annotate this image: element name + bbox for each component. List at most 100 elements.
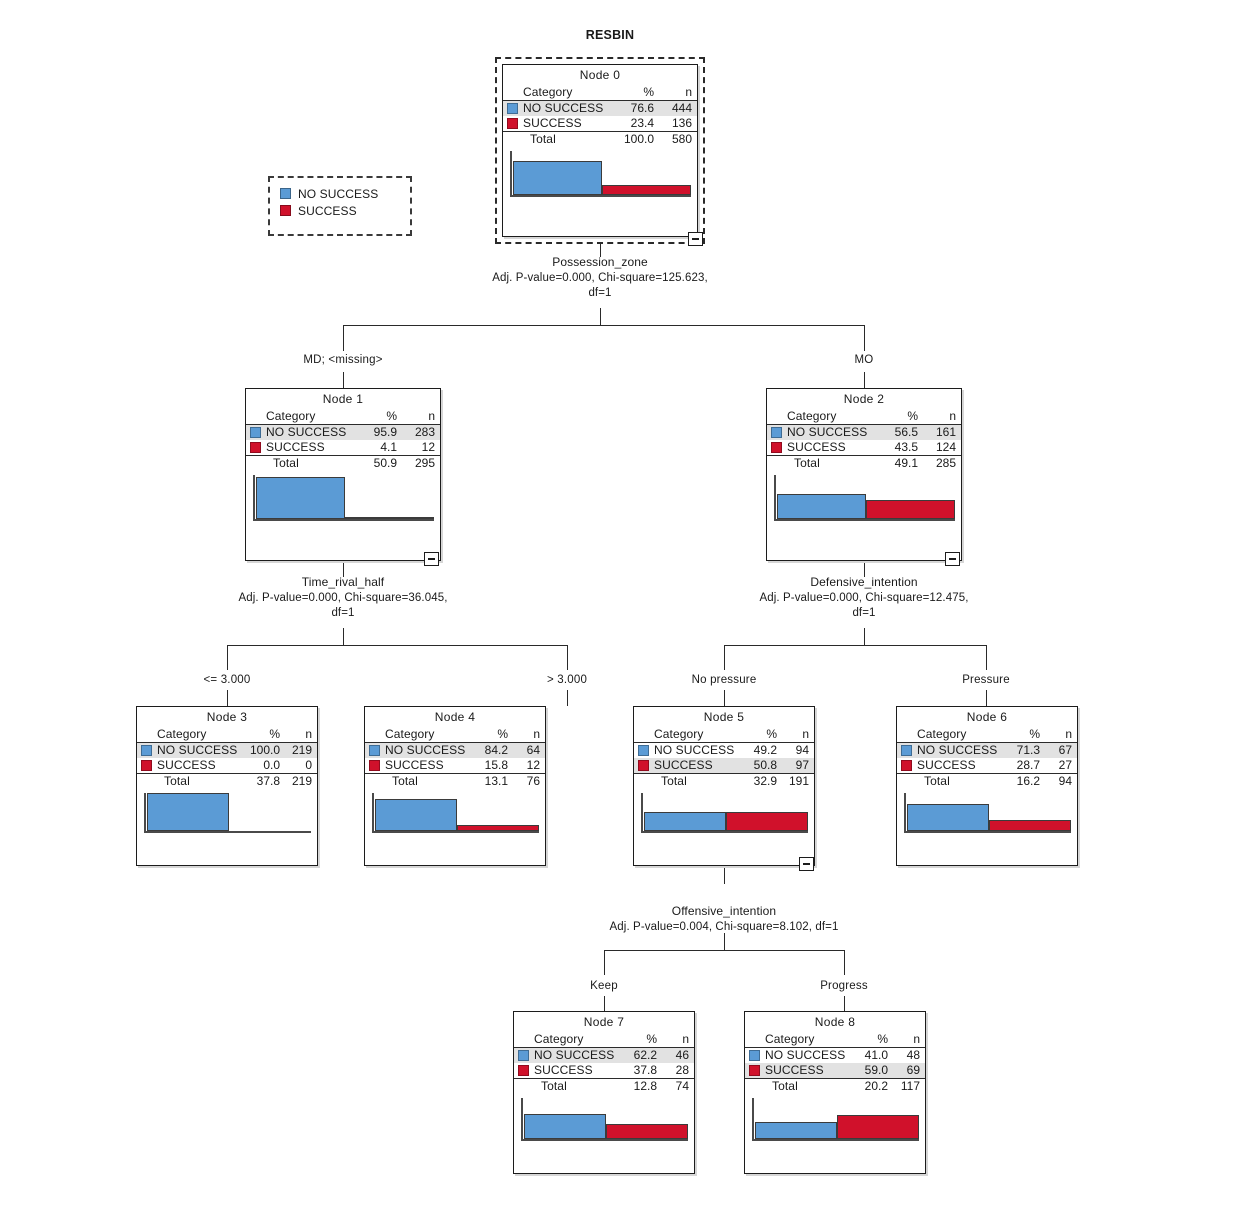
- connector-split2-bus: [724, 645, 986, 647]
- collapse-button-node5[interactable]: [799, 857, 814, 871]
- node-box-node2[interactable]: Node 2 Category % n NO SUCCESS 56.5 161 …: [766, 388, 962, 561]
- header-n: n: [282, 727, 317, 743]
- node-title: Node 4: [434, 710, 476, 724]
- swatch-cell: [745, 1078, 765, 1094]
- swatch-cell: [767, 455, 787, 471]
- swatch-cell: [514, 1032, 534, 1048]
- table-total-row: Total 20.2 117: [745, 1078, 925, 1094]
- connector-node1-stub: [343, 372, 345, 388]
- header-percent: %: [353, 409, 399, 425]
- total-label: Total: [917, 773, 998, 789]
- table-row: SUCCESS 50.8 97: [634, 758, 814, 774]
- header-n: n: [510, 727, 545, 743]
- collapse-button-node0[interactable]: [688, 232, 703, 246]
- node-box-node7[interactable]: Node 7 Category % n NO SUCCESS 62.2 46 S…: [513, 1011, 695, 1174]
- swatch-success-icon: [250, 442, 261, 454]
- header-category: Category: [765, 1032, 846, 1048]
- row-n: 12: [421, 440, 435, 454]
- total-percent: 49.1: [874, 455, 920, 471]
- split-variable: Possession_zone: [552, 255, 648, 269]
- node-box-node0[interactable]: Node 0 Category % n NO SUCCESS 76.6 444 …: [502, 64, 698, 237]
- swatch-cell: [634, 773, 654, 789]
- swatch-success-icon: [518, 1065, 529, 1077]
- total-n: 191: [779, 773, 814, 789]
- header-category: Category: [157, 727, 238, 743]
- swatch-cell: [634, 758, 654, 774]
- table-row: SUCCESS 37.8 28: [514, 1063, 694, 1079]
- chart-y-axis: [904, 793, 906, 833]
- bar-no-success: [513, 161, 602, 195]
- node-box-node1[interactable]: Node 1 Category % n NO SUCCESS 95.9 283 …: [245, 388, 441, 561]
- table-row: SUCCESS 0.0 0: [137, 758, 317, 774]
- row-percent: 4.1: [380, 440, 397, 454]
- total-percent: 16.2: [998, 773, 1042, 789]
- total-percent: 12.8: [615, 1078, 659, 1094]
- node-stats-table: Category % n NO SUCCESS 84.2 64 SUCCESS …: [365, 727, 545, 789]
- row-percent: 0.0: [263, 758, 280, 772]
- chart-plot-area: [375, 793, 539, 831]
- node-bar-chart: [372, 793, 539, 833]
- total-label: Total: [654, 773, 735, 789]
- table-total-row: Total 49.1 285: [767, 455, 961, 471]
- header-category: Category: [917, 727, 998, 743]
- row-percent: 84.2: [484, 743, 508, 757]
- table-row: SUCCESS 28.7 27: [897, 758, 1077, 774]
- chart-y-axis: [144, 793, 146, 833]
- branch-label-node5: No pressure: [691, 674, 757, 686]
- chart-plot-area: [256, 475, 434, 519]
- node-bar-chart: [641, 793, 808, 833]
- swatch-cell: [503, 116, 523, 132]
- swatch-no-success-icon: [901, 745, 912, 757]
- swatch-success-icon: [141, 760, 152, 772]
- node-title: Node 5: [703, 710, 745, 724]
- swatch-cell: [767, 425, 787, 441]
- row-percent: 41.0: [864, 1048, 888, 1062]
- chart-x-axis: [253, 519, 434, 521]
- connector-split1-bus: [227, 645, 568, 647]
- swatch-cell: [897, 743, 917, 759]
- node-bar-chart: [510, 151, 691, 197]
- row-percent: 71.3: [1016, 743, 1040, 757]
- row-label: NO SUCCESS: [787, 425, 868, 439]
- chart-x-axis: [521, 1139, 688, 1141]
- collapse-button-node2[interactable]: [945, 552, 960, 566]
- legend-swatch-success: [280, 205, 291, 216]
- table-header-row: Category % n: [897, 727, 1077, 743]
- node-stats-table: Category % n NO SUCCESS 95.9 283 SUCCESS…: [246, 409, 440, 471]
- row-percent: 76.6: [630, 101, 654, 115]
- row-n: 136: [671, 116, 692, 130]
- swatch-success-icon: [749, 1065, 760, 1077]
- connector-node8-stub: [844, 996, 846, 1011]
- swatch-success-icon: [638, 760, 649, 772]
- total-n: 74: [659, 1078, 694, 1094]
- node-box-node6[interactable]: Node 6 Category % n NO SUCCESS 71.3 67 S…: [896, 706, 1078, 866]
- split-label-time-rival-half: Time_rival_half Adj. P-value=0.000, Chi-…: [183, 575, 503, 622]
- split-label-defensive-intention: Defensive_intention Adj. P-value=0.000, …: [704, 575, 1024, 622]
- row-percent: 56.5: [894, 425, 918, 439]
- node-stats-table: Category % n NO SUCCESS 56.5 161 SUCCESS…: [767, 409, 961, 471]
- branch-label-node6: Pressure: [962, 674, 1010, 686]
- swatch-cell: [514, 1063, 534, 1079]
- row-n: 283: [414, 425, 435, 439]
- node-box-node5[interactable]: Node 5 Category % n NO SUCCESS 49.2 94 S…: [633, 706, 815, 866]
- node-box-node4[interactable]: Node 4 Category % n NO SUCCESS 84.2 64 S…: [364, 706, 546, 866]
- node-box-node8[interactable]: Node 8 Category % n NO SUCCESS 41.0 48 S…: [744, 1011, 926, 1174]
- node-bar-chart: [774, 475, 955, 521]
- table-total-row: Total 37.8 219: [137, 773, 317, 789]
- total-n: 117: [890, 1078, 925, 1094]
- table-row: NO SUCCESS 95.9 283: [246, 424, 440, 440]
- chart-plot-area: [907, 793, 1071, 831]
- row-percent: 62.2: [633, 1048, 657, 1062]
- bar-no-success: [907, 803, 989, 831]
- swatch-no-success-icon: [369, 745, 380, 757]
- collapse-button-node1[interactable]: [424, 552, 439, 566]
- table-row: NO SUCCESS 41.0 48: [745, 1048, 925, 1064]
- header-percent: %: [610, 85, 656, 101]
- node-box-node3[interactable]: Node 3 Category % n NO SUCCESS 100.0 219…: [136, 706, 318, 866]
- row-label: SUCCESS: [385, 758, 444, 772]
- header-n: n: [779, 727, 814, 743]
- row-n: 124: [935, 440, 956, 454]
- connector-node5-down: [724, 868, 726, 884]
- row-label: SUCCESS: [917, 758, 976, 772]
